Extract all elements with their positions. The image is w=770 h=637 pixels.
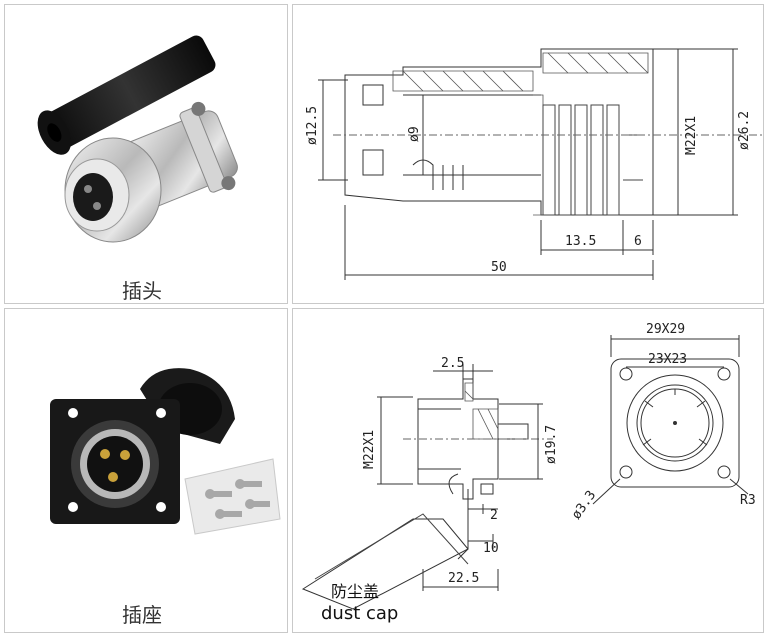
dim-d26-2: ø26.2 <box>737 111 752 150</box>
dim-d3-3: ø3.3 <box>569 488 599 522</box>
dim-50: 50 <box>491 260 507 275</box>
dim-22-5: 22.5 <box>448 571 479 586</box>
dim-6: 6 <box>634 234 642 249</box>
dust-cap-cn: 防尘盖 <box>331 582 379 601</box>
dim-d19-7: ø19.7 <box>544 425 559 464</box>
dim-10: 10 <box>483 541 499 556</box>
dim-socket-m22x1: M22X1 <box>362 430 377 469</box>
dim-2-5: 2.5 <box>441 356 464 371</box>
socket-drawing-panel: 2.5 M22X1 ø19.7 2 10 22.5 防尘盖 dust cap 2… <box>292 308 764 633</box>
dim-29x29: 29X29 <box>646 322 685 337</box>
plug-photo-panel: 插头 <box>4 4 288 304</box>
socket-label: 插座 <box>122 603 162 627</box>
plug-photo <box>37 35 238 243</box>
socket-drawing: 2.5 M22X1 ø19.7 2 10 22.5 防尘盖 dust cap 2… <box>301 322 756 624</box>
dim-d9: ø9 <box>407 126 422 142</box>
plug-drawing: ø12.5 ø9 M22X1 ø26.2 13.5 6 50 <box>305 48 763 280</box>
dim-2: 2 <box>490 508 498 523</box>
plug-label: 插头 <box>122 279 162 303</box>
dust-cap-en: dust cap <box>321 603 398 624</box>
dim-13-5: 13.5 <box>565 234 596 249</box>
socket-photo <box>50 368 281 535</box>
dim-r3: R3 <box>740 493 756 508</box>
dim-d12-5: ø12.5 <box>305 106 320 145</box>
dim-m22x1: M22X1 <box>684 116 699 155</box>
socket-photo-panel: 插座 <box>4 308 288 633</box>
plug-drawing-panel: ø12.5 ø9 M22X1 ø26.2 13.5 6 50 <box>292 4 764 304</box>
dim-23x23: 23X23 <box>648 352 687 367</box>
